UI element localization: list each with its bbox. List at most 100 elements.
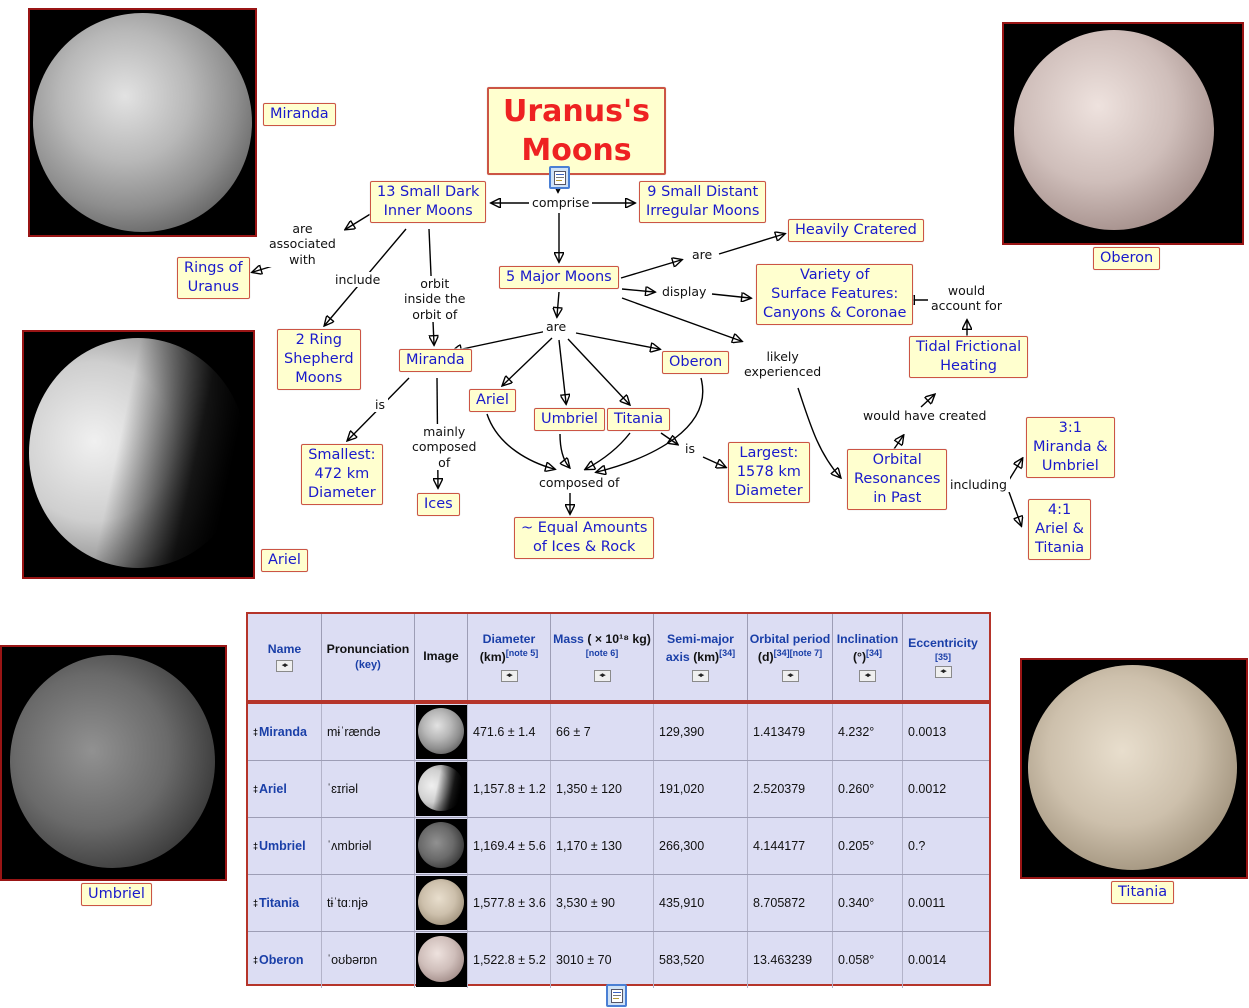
umbriel-link[interactable]: Umbriel [259,839,306,853]
link-is-largest: is [682,441,698,457]
note-link[interactable]: [34] [866,648,883,659]
col-header-inclination: Inclination (°)[34] ◂▸ [833,614,903,700]
node-ariel[interactable]: Ariel [469,389,516,413]
link-is-smallest: is [372,397,388,413]
note-link[interactable]: [note 6] [585,648,619,659]
node-tidal-frictional-heating[interactable]: Tidal Frictional Heating [909,336,1029,379]
mass-cell: 3,530 ± 90 [551,875,654,931]
semimajor-cell: 583,520 [654,932,748,988]
dagger-note[interactable]: ‡ [253,784,259,794]
dagger-note[interactable]: ‡ [253,898,259,908]
table-row-titania: ‡Titania tɨˈtɑːnjə 1,577.8 ± 3.6 3,530 ±… [248,874,989,931]
image-cell [415,818,468,874]
node-smallest-diameter[interactable]: Smallest: 472 km Diameter [301,444,383,506]
node-5-major-moons[interactable]: 5 Major Moons [499,266,619,290]
node-13-small-dark-inner-moons[interactable]: 13 Small Dark Inner Moons [370,181,487,224]
ariel-photo-label[interactable]: Ariel [261,549,308,573]
moon-table-body: ‡Miranda mɨˈrændə 471.6 ± 1.4 66 ± 7 129… [246,702,991,988]
titania-photo-label[interactable]: Titania [1111,881,1175,905]
node-ices[interactable]: Ices [417,493,460,517]
miranda-photo-label[interactable]: Miranda [263,103,336,127]
sort-icon[interactable]: ◂▸ [692,669,709,682]
inclination-cell: 0.205° [833,818,903,874]
umbriel-thumbnail[interactable] [415,819,467,873]
sort-icon[interactable]: ◂▸ [500,669,518,682]
link-orbit-inside: orbit inside the orbit of [401,276,469,322]
node-miranda[interactable]: Miranda [399,349,472,373]
oberon-link[interactable]: Oberon [259,953,304,967]
link-include: include [332,272,384,288]
pronunciation-cell: ˈʌmbriəl [322,818,415,874]
pronunciation-cell: ˈɛɪriəl [322,761,415,817]
titania-thumbnail[interactable] [415,876,467,930]
node-equal-amounts-ices-rock[interactable]: ~ Equal Amounts of Ices & Rock [514,517,655,560]
ariel-thumbnail[interactable] [415,762,467,816]
node-rings-of-uranus[interactable]: Rings of Uranus [177,257,250,300]
titania-moon-image [1028,665,1237,870]
semimajor-cell: 191,020 [654,761,748,817]
umbriel-photo-label[interactable]: Umbriel [81,883,152,907]
eccentricity-cell: 0.0011 [908,896,946,910]
node-orbital-resonances[interactable]: Orbital Resonances in Past [847,449,948,511]
diameter-cell: 471.6 ± 1.4 [468,704,551,760]
table-row-ariel: ‡Ariel ˈɛɪriəl 1,157.8 ± 1.2 1,350 ± 120… [248,760,989,817]
note-link[interactable]: [34][note 7] [773,648,823,659]
period-cell: 2.520379 [748,761,833,817]
oberon-photo-label[interactable]: Oberon [1093,247,1161,271]
dagger-note[interactable]: ‡ [253,841,259,851]
sort-icon[interactable]: ◂▸ [934,666,952,679]
diameter-cell: 1,157.8 ± 1.2 [468,761,551,817]
diameter-cell: 1,169.4 ± 5.6 [468,818,551,874]
node-resonance-3-1[interactable]: 3:1 Miranda & Umbriel [1026,417,1115,479]
col-header-semimajor-axis: Semi-major axis (km)[34] ◂▸ [654,614,748,700]
table-resource-icon[interactable] [606,984,627,1007]
titania-photo [1020,658,1248,879]
inclination-cell: 0.058° [833,932,903,988]
node-umbriel[interactable]: Umbriel [534,408,605,432]
node-titania[interactable]: Titania [607,408,671,432]
sort-icon[interactable]: ◂▸ [276,660,293,673]
note-link[interactable]: [34] [719,648,736,659]
link-are-moons: are [543,319,570,335]
semimajor-cell: 129,390 [654,704,748,760]
inclination-cell: 0.340° [833,875,903,931]
col-header-orbital-period: Orbital period (d)[34][note 7] ◂▸ [748,614,833,700]
table-row-umbriel: ‡Umbriel ˈʌmbriəl 1,169.4 ± 5.6 1,170 ± … [248,817,989,874]
miranda-photo [28,8,257,237]
diameter-cell: 1,577.8 ± 3.6 [468,875,551,931]
col-header-mass: Mass ( × 10¹⁸ kg)[note 6] ◂▸ [551,614,654,700]
semimajor-cell: 435,910 [654,875,748,931]
dagger-note[interactable]: ‡ [253,727,259,737]
note-link[interactable]: [note 5] [505,648,539,659]
node-title[interactable]: Uranus's Moons [487,87,667,175]
miranda-thumbnail[interactable] [415,705,467,759]
sort-icon[interactable]: ◂▸ [593,669,611,682]
sort-icon[interactable]: ◂▸ [781,669,799,682]
dagger-note[interactable]: ‡ [253,955,259,965]
ariel-link[interactable]: Ariel [259,782,287,796]
eccentricity-cell: 0.? [908,839,926,853]
node-largest-diameter[interactable]: Largest: 1578 km Diameter [728,442,810,504]
title-resource-icon[interactable] [549,166,570,189]
pronunciation-cell: mɨˈrændə [322,704,415,760]
node-oberon[interactable]: Oberon [662,351,730,375]
node-9-small-distant-irregular-moons[interactable]: 9 Small Distant Irregular Moons [639,181,767,224]
node-heavily-cratered[interactable]: Heavily Cratered [788,219,924,243]
image-cell [415,875,468,931]
oberon-moon-image [1014,30,1214,230]
node-2-ring-shepherd-moons[interactable]: 2 Ring Shepherd Moons [277,329,361,391]
node-variety-surface-features[interactable]: Variety of Surface Features: Canyons & C… [756,264,914,326]
titania-link[interactable]: Titania [259,896,300,910]
note-link[interactable]: [35] [934,651,951,662]
node-resonance-4-1[interactable]: 4:1 Ariel & Titania [1028,499,1092,561]
link-composed-of: composed of [536,475,623,491]
sort-icon[interactable]: ◂▸ [859,669,876,682]
semimajor-cell: 266,300 [654,818,748,874]
oberon-thumbnail[interactable] [415,933,467,987]
table-row-miranda: ‡Miranda mɨˈrændə 471.6 ± 1.4 66 ± 7 129… [248,704,989,760]
mass-cell: 66 ± 7 [551,704,654,760]
col-header-eccentricity: Eccentricity [35] ◂▸ [903,614,983,700]
miranda-link[interactable]: Miranda [259,725,307,739]
